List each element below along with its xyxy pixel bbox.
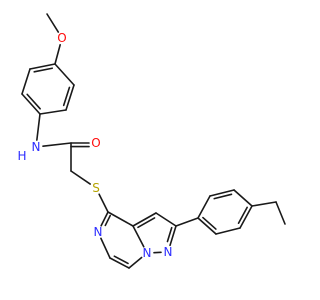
- bond-p4-n5-inner: [104, 214, 112, 227]
- bond-b1-b2-inner: [202, 216, 217, 230]
- bond-a5-a6: [65, 84, 75, 111]
- atom-label-n_am: N: [32, 140, 41, 154]
- bond-a5-a6-inner: [62, 86, 71, 107]
- bond-b6-b1: [197, 195, 211, 219]
- bond-o_ome-a1: [54, 43, 61, 65]
- bond-c2-n1: [169, 225, 177, 247]
- bonds-layer: [21, 13, 286, 269]
- bond-c7-n7a: [128, 256, 143, 269]
- bond-c6-c7: [109, 257, 130, 269]
- bond-b5-b6: [209, 189, 235, 197]
- atom-label-o_co: O: [91, 136, 100, 150]
- bond-e1-e2: [275, 201, 286, 225]
- atom-label-h_am: H: [17, 149, 26, 163]
- bond-b3-b4-inner: [237, 206, 248, 224]
- atom-label-s: S: [92, 181, 100, 195]
- bond-n7a-c3a: [132, 225, 145, 248]
- bond-b5-b6-inner: [213, 193, 233, 200]
- atom-label-n5: N: [94, 225, 103, 239]
- bond-a2-a3: [21, 68, 31, 95]
- bond-b2-b3: [215, 227, 241, 235]
- bond-n5-c6: [100, 237, 111, 259]
- bond-s-p4: [98, 193, 109, 213]
- bond-a1-a2-inner: [33, 67, 54, 73]
- bond-b4-b5: [233, 189, 253, 207]
- bond-a3-a4-inner: [26, 93, 41, 110]
- bond-a4-n_am: [36, 113, 41, 141]
- bond-c3a-c3-inner: [137, 217, 156, 229]
- bond-a4-a5: [39, 109, 67, 115]
- bond-c3a-c3: [132, 212, 157, 227]
- bond-b1-b2: [197, 217, 217, 235]
- bond-a3-a4: [21, 93, 41, 115]
- bond-c3-c2: [155, 212, 177, 227]
- atom-label-n1: N: [164, 245, 173, 259]
- bond-p4-n5: [100, 211, 109, 227]
- bond-a6-a1: [54, 63, 75, 86]
- bond-c2-n1-inner: [166, 226, 173, 243]
- bond-c6-c7-inner: [113, 255, 129, 265]
- bond-b3-b4: [239, 205, 253, 229]
- bond-c_me-o_ome: [46, 13, 60, 33]
- bond-c2-b1: [175, 217, 199, 227]
- bond-a1-a2: [29, 63, 56, 70]
- bond-c_ch2-s: [70, 170, 92, 185]
- atom-label-o_ome: O: [57, 31, 66, 45]
- bond-b4-e1: [251, 201, 277, 207]
- bond-n_am-c_co: [42, 142, 72, 148]
- bond-c3a-p4: [107, 211, 134, 227]
- atom-label-n7a: N: [143, 246, 152, 260]
